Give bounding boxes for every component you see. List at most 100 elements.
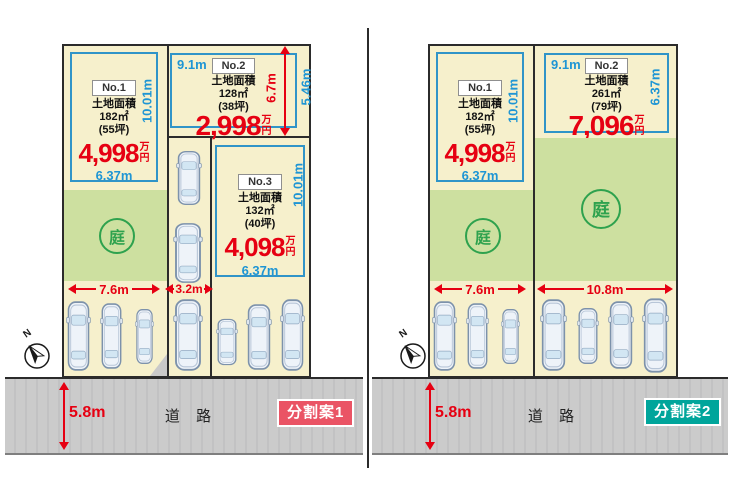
plan1-badge: 分割案1 [277,399,355,427]
lot1-frontage-dimension: 6.37m [95,168,133,183]
lot2-side-dimension: 6.37m [647,68,663,106]
parking-width-dimension-lot2: 10.8m [537,281,673,297]
car-icon [540,299,567,371]
lot1-frontage-dimension: 6.37m [461,168,499,183]
garden-stamp-label: 庭 [592,200,610,220]
lot2-area-title: 土地面積 [584,75,629,87]
lot3-price-unit: 万円 [285,235,296,258]
car-icon [173,299,203,371]
garden-stamp-label: 庭 [108,230,125,247]
lot1-tsubo-value: (55坪) [98,123,130,136]
car-icon [642,298,669,373]
road-plan1: 5.8m 道 路 分割案1 [5,377,363,455]
lot1-area-title: 土地面積 [92,98,136,110]
lot3-area-value: 132㎡ [245,204,275,217]
parking-width-dimension-lot1: 7.6m [68,281,161,297]
lot2-depth-arrow [279,46,291,136]
dimension-label: 7.6m [465,281,495,297]
lot3-number-label: No.3 [238,174,282,190]
lot3-frontage-dimension: 6.37m [241,263,279,278]
car-icon [608,301,634,369]
corner-cut [150,354,167,376]
road-depth-dimension: 5.8m [69,404,106,421]
lot2-side-dimension: 5.46m [298,68,314,106]
lot1-number-label: No.1 [458,80,502,96]
lot2-area-value: 261㎡ [591,87,622,100]
road-label: 道 路 [164,408,218,425]
garden-stamp: 庭 [581,189,621,229]
lot1-area-value: 182㎡ [465,110,495,123]
lot1-area-value: 182㎡ [99,110,129,123]
lot1-price-number: 4,998 [78,137,139,168]
lot1-number-label: No.1 [92,80,136,96]
lot2-depth-dimension: 6.7m [263,73,279,103]
lot1-price-unit: 万円 [505,141,516,164]
lot2-frontage-dimension: 9.1m [551,57,581,72]
road-label: 道 路 [527,408,581,425]
car-icon [466,303,489,369]
lot1-price-number: 4,998 [444,137,505,168]
car-icon [100,303,123,369]
compass-north-label: N [21,327,33,340]
parking-width-dimension-lot1: 7.6m [434,281,527,297]
lot3-depth-dimension: 10.01m [290,162,306,208]
road-depth-dimension: 5.8m [435,404,472,421]
panel-divider-line [367,28,369,468]
lot2-price-unit: 万円 [261,114,272,137]
car-icon [280,299,305,371]
plan2-badge: 分割案2 [644,398,722,426]
lot2-number-label: No.2 [211,58,256,74]
boundary-line [167,46,169,376]
lot1-depth-dimension: 10.01m [505,78,521,124]
lot1-tsubo-value: (55坪) [464,123,496,136]
compass-north-label: N [397,327,409,340]
car-icon [176,150,202,206]
lot2-price-number: 7,096 [568,109,634,141]
car-icon [246,304,272,370]
lot2-tsubo-value: (79坪) [591,100,622,113]
lot2-tsubo-value: (38坪) [218,100,249,113]
lot2-area-title: 土地面積 [211,75,256,87]
dimension-label: 10.8m [586,281,624,297]
garden-stamp-label: 庭 [474,230,491,247]
driveway-width-dimension: 3.2m [165,283,214,295]
car-icon [216,318,238,366]
boundary-line [210,138,212,376]
car-icon [577,308,599,364]
car-icon [66,301,91,371]
lot2-area-value: 128㎡ [218,87,249,100]
lot2-price-unit: 万円 [634,114,645,137]
dimension-label: 7.6m [99,281,129,297]
road-plan2: 5.8m 道 路 分割案2 [372,377,728,455]
lot1-depth-dimension: 10.01m [139,78,155,124]
lot2-number-label: No.2 [584,58,629,74]
lot3-area-title: 土地面積 [238,192,282,204]
lot3-tsubo-value: (40坪) [244,217,276,230]
boundary-line [169,136,309,138]
lot1-price-unit: 万円 [139,141,150,164]
car-icon [501,308,520,365]
lot3-price-number: 4,098 [224,231,285,262]
car-icon [173,222,203,284]
boundary-line [533,46,535,376]
lot1-area-title: 土地面積 [458,98,502,110]
garden-stamp: 庭 [465,218,501,254]
garden-stamp: 庭 [99,218,135,254]
lot2-price-number: 2,998 [195,109,261,141]
road-depth-arrow [58,382,70,450]
compass-icon: N [21,327,50,369]
lot2-frontage-dimension: 9.1m [177,57,207,72]
